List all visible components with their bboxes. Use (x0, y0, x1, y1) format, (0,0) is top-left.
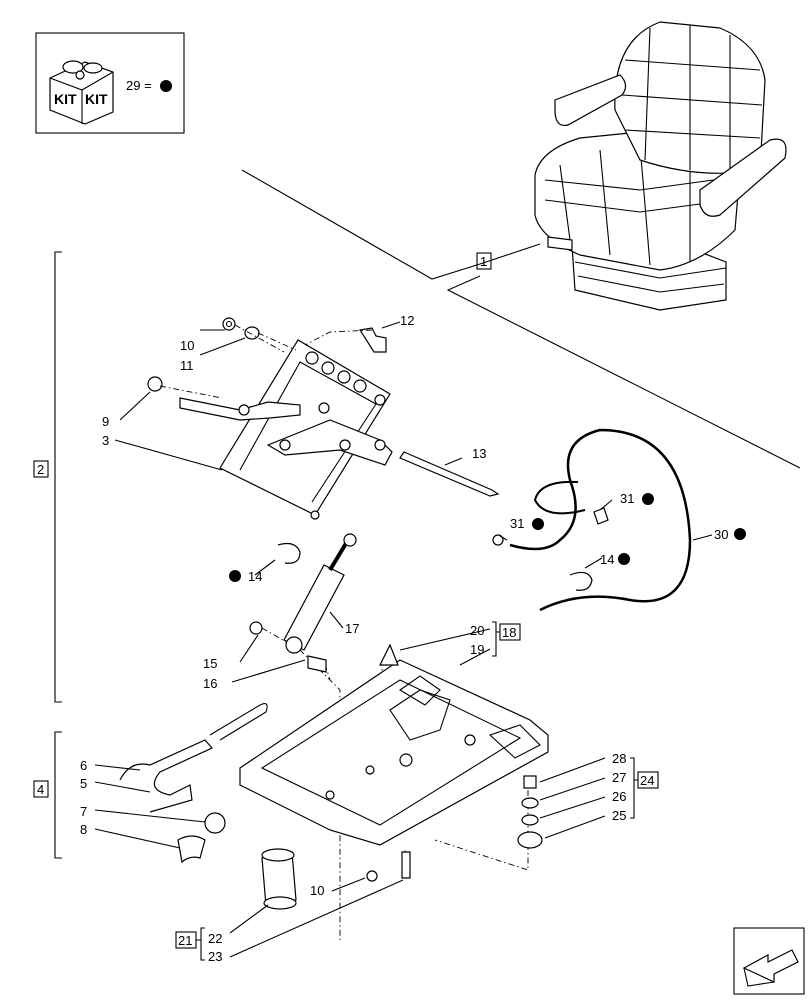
callout-box-24 (637, 771, 659, 789)
callout-10-lower: 10 (310, 883, 324, 898)
callout-1: 1 (480, 254, 487, 269)
separator-line (241, 169, 801, 469)
callout-18: 18 (502, 625, 516, 640)
kit-dot-icon (160, 80, 172, 92)
clip-15 (249, 621, 263, 635)
callout-10-upper: 10 (180, 338, 194, 353)
base-plate (239, 659, 549, 846)
callout-21: 21 (178, 933, 192, 948)
callout-6: 6 (80, 758, 87, 773)
gas-spring (283, 533, 357, 673)
bolt-lower (401, 851, 411, 879)
callout-31-left: 31 (510, 516, 524, 531)
callout-17: 17 (345, 621, 359, 636)
callout-23: 23 (208, 949, 222, 964)
callout-30: 30 (714, 527, 728, 542)
callout-14-right: 14 (600, 552, 614, 567)
clip-14b (569, 571, 593, 591)
callout-27: 27 (612, 770, 626, 785)
callout-28: 28 (612, 751, 626, 766)
callout-11: 11 (180, 358, 194, 373)
callout-26: 26 (612, 789, 626, 804)
callout-5: 5 (80, 776, 87, 791)
upper-mechanism (179, 339, 393, 520)
seat-assembly (534, 21, 787, 311)
kit-label-right: KIT (85, 91, 108, 107)
callout-31-right: 31 (620, 491, 634, 506)
callout-7: 7 (80, 804, 87, 819)
callout-box-18 (499, 623, 521, 641)
callout-box-21 (175, 931, 197, 949)
callout-19: 19 (470, 642, 484, 657)
arrow-icon (742, 949, 799, 983)
damper-22 (261, 848, 297, 910)
group-2-bracket (54, 251, 62, 703)
callout-9: 9 (102, 414, 109, 429)
cone-20 (379, 643, 399, 666)
parts-7-8 (177, 812, 226, 864)
callout-14-left: 14 (248, 569, 262, 584)
kit-dot-14-right (618, 553, 630, 565)
callout-15: 15 (203, 656, 217, 671)
navigation-arrow-button[interactable] (733, 927, 805, 995)
nut-10-lower (366, 870, 378, 882)
kit-legend-box: KIT KIT 29 = (35, 32, 185, 134)
kit-dot-31-left (532, 518, 544, 530)
kit-label-left: KIT (54, 91, 77, 107)
callout-12: 12 (400, 313, 414, 328)
callout-20: 20 (470, 623, 484, 638)
cable-assembly (492, 428, 692, 612)
kit-box-icon: KIT KIT (49, 60, 114, 125)
callout-box-2 (33, 460, 49, 478)
kit-dot-31-right (642, 493, 654, 505)
kit-dot-14-left (229, 570, 241, 582)
callout-3: 3 (102, 433, 109, 448)
callout-13: 13 (472, 446, 486, 461)
callout-24: 24 (640, 773, 654, 788)
upper-small-parts (147, 317, 500, 497)
callout-4: 4 (37, 782, 44, 797)
callout-2: 2 (37, 462, 44, 477)
callout-22: 22 (208, 931, 222, 946)
leader-lines (94, 321, 713, 958)
callout-16: 16 (203, 676, 217, 691)
kit-dot-30 (734, 528, 746, 540)
callout-25: 25 (612, 808, 626, 823)
callout-box-4 (33, 780, 49, 798)
spring-hook (119, 703, 268, 813)
group-4-bracket (54, 731, 62, 859)
clip-14a (277, 542, 301, 564)
callout-8: 8 (80, 822, 87, 837)
kit-legend-text: 29 = (126, 78, 152, 93)
parts-25-28 (517, 775, 543, 849)
callout-box-1 (476, 252, 492, 270)
